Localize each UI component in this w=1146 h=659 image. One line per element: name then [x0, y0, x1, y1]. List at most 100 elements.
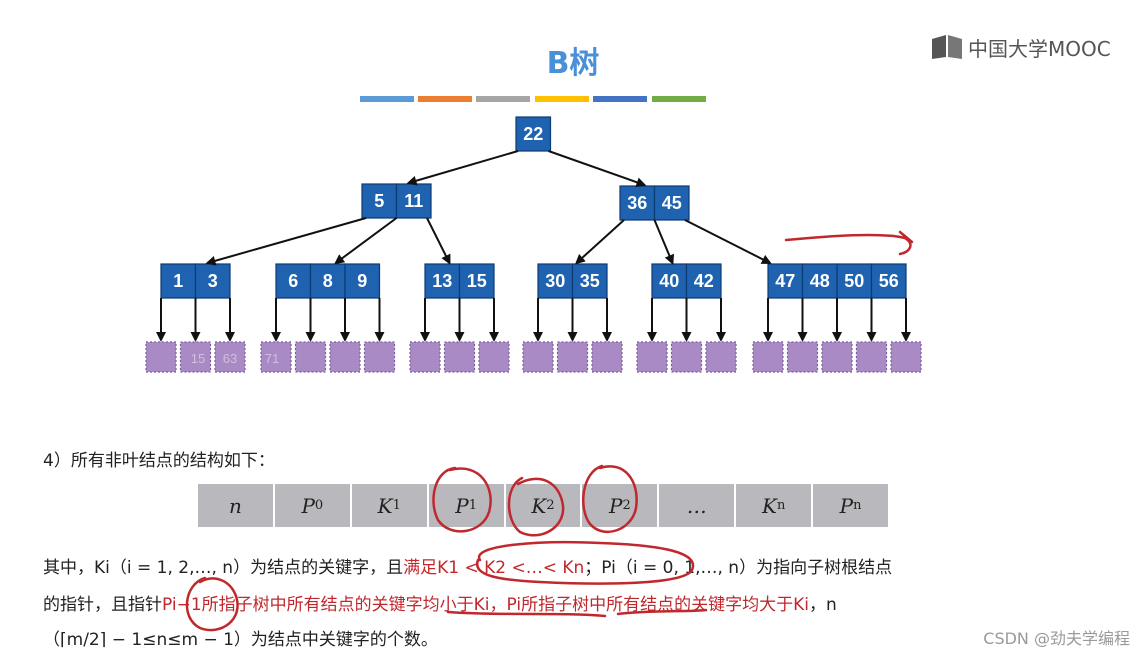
tree-edge	[406, 150, 519, 186]
key-label: 30	[545, 271, 565, 291]
key-cell	[653, 185, 690, 221]
cell-symbol: n	[229, 493, 242, 518]
watermark: CSDN @劲夫学编程	[983, 629, 1130, 648]
para-line-2: 的指针，且指针Pi−1所指子树中所有结点的关键字均小于Ki，Pi所指子树中所有结…	[43, 590, 837, 615]
key-label: 40	[659, 271, 679, 291]
bottom-node: 40 42	[651, 263, 722, 299]
tree-edge	[334, 217, 398, 265]
cell-subscript: 2	[622, 498, 631, 513]
internal-node: 5 11	[361, 183, 432, 219]
key-label: 45	[662, 193, 682, 213]
key-label: 15	[467, 271, 487, 291]
logo-text: 中国大学MOOC	[968, 36, 1111, 61]
key-label: 8	[323, 271, 333, 291]
tree-edge	[548, 150, 647, 188]
color-bar-segment	[535, 96, 589, 102]
book-icon	[932, 35, 962, 59]
tree-edge	[426, 217, 451, 265]
leaf-node	[260, 341, 292, 373]
leaf-node	[294, 341, 327, 373]
key-label: 56	[879, 271, 899, 291]
key-label: 3	[208, 271, 218, 291]
leaf-node	[409, 341, 441, 373]
cell-symbol: …	[686, 493, 707, 518]
tree-edge	[653, 219, 675, 265]
leaf-node	[705, 341, 737, 373]
key-label: 5	[374, 191, 384, 211]
cell-subscript: n	[853, 498, 862, 513]
color-bar-segment	[652, 96, 706, 102]
leaf-node	[786, 341, 819, 373]
leaf-node	[556, 341, 589, 373]
key-label: 35	[580, 271, 600, 291]
para-line-1: 其中，Ki（i = 1, 2,…, n）为结点的关键字，且满足K1 < K2 <…	[43, 553, 892, 578]
internal-node: 36 45	[619, 185, 690, 221]
faint-leaf-label: 63	[223, 351, 237, 366]
color-bar-segment	[476, 96, 530, 102]
key-cell	[870, 263, 907, 299]
leaf-node	[855, 341, 888, 373]
color-bar-segment	[593, 96, 647, 102]
para-line-1-b: ；Pi（i = 0, 1,…, n）为指向子树根结点	[584, 558, 893, 578]
root-node: 22	[515, 116, 552, 152]
faint-leaf-label: 15	[191, 351, 205, 366]
key-cell	[361, 183, 398, 219]
cell-symbol: K	[377, 493, 393, 518]
cell-subscript: 0	[314, 498, 324, 513]
key-label: 6	[288, 271, 298, 291]
leaf-node	[363, 341, 396, 373]
cell-subscript: 1	[392, 498, 401, 513]
faint-leaf-label: 71	[265, 351, 279, 366]
key-label: 50	[844, 271, 864, 291]
key-cell	[344, 263, 381, 299]
cell-symbol: P	[455, 493, 469, 518]
key-label: 22	[523, 124, 543, 144]
cell-symbol: K	[531, 493, 547, 518]
table-cell: n	[198, 484, 275, 527]
key-label: 36	[627, 193, 647, 213]
leaf-node	[821, 341, 853, 373]
cell-symbol: P	[839, 493, 854, 518]
leaf-node	[752, 341, 784, 373]
key-label: 13	[432, 271, 452, 291]
key-label: 48	[810, 271, 830, 291]
leaf-node	[443, 341, 476, 373]
para-line-1-red: 满足K1 < K2 <…< Kn	[403, 558, 585, 578]
cell-symbol: P	[609, 493, 623, 518]
key-label: 11	[404, 191, 423, 211]
color-bar-segment	[418, 96, 472, 102]
cell-symbol: P	[301, 493, 315, 518]
key-cell	[160, 263, 197, 299]
key-cell	[651, 263, 688, 299]
leaf-node	[179, 341, 212, 373]
key-cell	[801, 263, 838, 299]
page-title: B树	[546, 46, 600, 81]
leaf-node	[214, 341, 246, 373]
key-label: 42	[694, 271, 714, 291]
leaf-node	[522, 341, 554, 373]
key-cell	[836, 263, 873, 299]
leaf-node	[145, 341, 177, 373]
key-cell	[458, 263, 495, 299]
para-line-2-a: 的指针，且指针	[43, 595, 162, 615]
leaf-node	[591, 341, 623, 373]
leaf-node	[670, 341, 703, 373]
tree-edge	[575, 219, 625, 265]
leaf-node	[636, 341, 668, 373]
leaf-node	[890, 341, 922, 373]
table-cell: …	[659, 484, 737, 527]
cell-symbol: K	[762, 493, 777, 518]
para-line-2-b: ，n	[809, 595, 837, 615]
para-line-2-red: Pi−1所指子树中所有结点的关键字均小于Ki，Pi所指子树中所有结点的关键字均大…	[162, 595, 810, 615]
key-cell	[571, 263, 608, 299]
